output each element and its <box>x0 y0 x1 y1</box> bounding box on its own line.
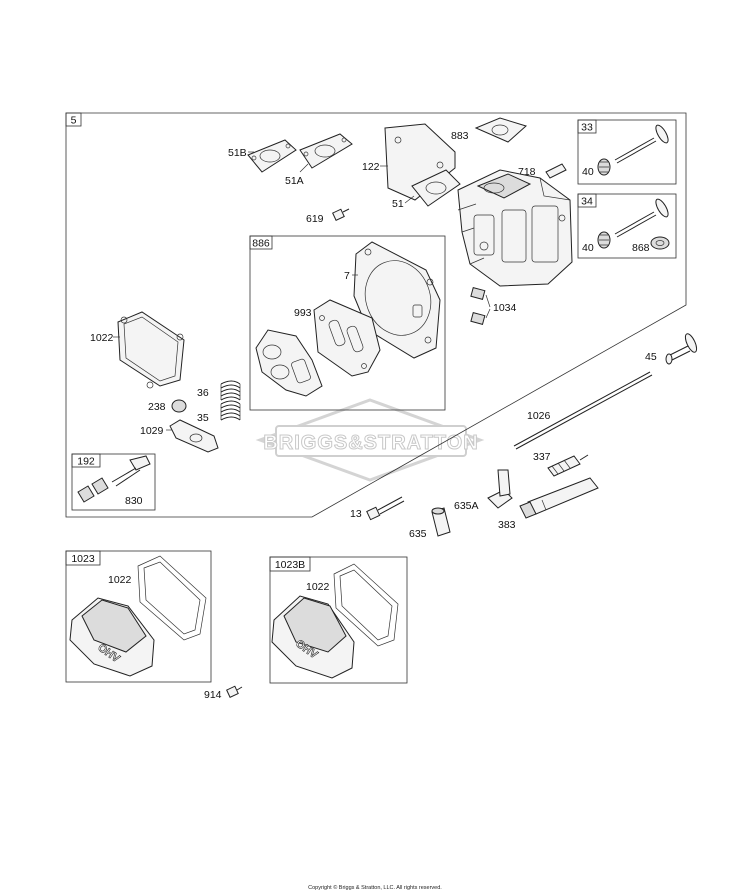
intake-valve-frame <box>577 119 677 185</box>
label-1029: 1029 <box>140 425 164 437</box>
intake-valve-box-label: 33 <box>581 122 593 134</box>
label-830: 830 <box>125 495 143 507</box>
label-238: 238 <box>148 401 166 413</box>
part-914-screw[interactable] <box>226 685 243 698</box>
label-619: 619 <box>306 213 324 225</box>
part-35-valve-spring[interactable] <box>220 400 241 421</box>
label-635a: 635A <box>454 500 479 512</box>
part-238-valve-cap[interactable] <box>171 399 187 413</box>
label-1022-cover2: 1022 <box>306 581 330 593</box>
head-gasket-set-frame <box>249 235 446 411</box>
main-frame-tag <box>65 112 82 127</box>
part-45-tappet[interactable] <box>665 332 699 365</box>
head-gasket-set-tag <box>249 235 273 250</box>
part-718-dowel-pin[interactable] <box>545 163 567 179</box>
brand-watermark: BRIGGS&STRATTON <box>255 398 485 482</box>
label-40-a: 40 <box>582 166 594 178</box>
rocker-stud-frame <box>71 453 156 511</box>
part-619-screw[interactable] <box>332 208 350 221</box>
label-122: 122 <box>362 161 380 173</box>
watermark-text: BRIGGS&STRATTON <box>263 432 478 454</box>
label-993: 993 <box>294 307 312 319</box>
part-7-head-gasket[interactable] <box>353 241 441 359</box>
label-35: 35 <box>197 412 209 424</box>
part-intake-valve[interactable] <box>614 123 670 164</box>
part-1026-push-rod[interactable] <box>513 371 653 450</box>
label-883: 883 <box>451 130 469 142</box>
part-51a-gasket[interactable] <box>299 133 353 169</box>
label-1022-main: 1022 <box>90 332 114 344</box>
part-51b-gasket[interactable] <box>247 139 297 173</box>
part-1022-cover-gasket-plain[interactable] <box>137 555 207 641</box>
label-40-b: 40 <box>582 242 594 254</box>
cover-ohv-tag <box>269 556 311 572</box>
part-51-gasket[interactable] <box>411 169 461 207</box>
label-13: 13 <box>350 508 362 520</box>
label-51b: 51B <box>228 147 247 159</box>
part-383-spark-plug-wrench[interactable] <box>519 477 599 519</box>
part-40-valve-spring-retainer[interactable] <box>597 158 611 176</box>
part-1029-rocker-arm[interactable] <box>169 419 219 453</box>
part-cylinder-head[interactable] <box>457 169 573 287</box>
part-868-rotator[interactable] <box>650 236 670 250</box>
label-635: 635 <box>409 528 427 540</box>
label-51a: 51A <box>285 175 304 187</box>
cover-ohv-frame <box>269 556 408 684</box>
label-1034: 1034 <box>493 302 517 314</box>
part-635a-elbow-fitting[interactable] <box>487 469 513 509</box>
label-914: 914 <box>204 689 222 701</box>
label-1022-cover1: 1022 <box>108 574 132 586</box>
part-36-valve-spring[interactable] <box>220 380 241 401</box>
label-51: 51 <box>392 198 404 210</box>
part-exhaust-valve[interactable] <box>614 197 670 238</box>
cover-plain-tag <box>65 550 101 566</box>
part-1023b-valve-cover[interactable]: OHV <box>271 595 355 679</box>
exhaust-valve-tag <box>577 193 597 208</box>
label-1026: 1026 <box>527 410 551 422</box>
cover-ohv-box-label: 1023B <box>275 559 305 571</box>
rocker-stud-tag <box>71 453 101 468</box>
part-993-gasket[interactable] <box>313 299 381 377</box>
intake-valve-tag <box>577 119 597 134</box>
label-383: 383 <box>498 519 516 531</box>
part-886-valve-cover-gasket[interactable] <box>255 329 323 397</box>
main-box-label: 5 <box>71 115 77 127</box>
part-1023-valve-cover[interactable]: OHV <box>69 597 155 677</box>
cover-plain-frame <box>65 550 212 683</box>
part-13-bolt[interactable] <box>366 496 405 521</box>
cover-plain-box-label: 1023 <box>71 553 95 565</box>
part-337-spark-plug[interactable] <box>547 454 589 477</box>
label-337: 337 <box>533 451 551 463</box>
main-frame <box>65 112 687 518</box>
part-1022-cover-gasket-ohv[interactable] <box>333 563 399 647</box>
copyright-notice: Copyright © Briggs & Stratton, LLC. All … <box>308 885 442 891</box>
part-1034-clip[interactable] <box>470 286 486 325</box>
part-635-elbow-fitting[interactable] <box>431 507 451 537</box>
label-868: 868 <box>632 242 650 254</box>
label-7: 7 <box>344 270 350 282</box>
label-36: 36 <box>197 387 209 399</box>
head-gasket-set-label: 886 <box>252 238 270 250</box>
part-1022-cover-gasket[interactable] <box>117 311 185 389</box>
exhaust-valve-box-label: 34 <box>581 196 593 208</box>
exhaust-valve-frame <box>577 193 677 259</box>
rocker-stud-box-label: 192 <box>77 456 95 468</box>
part-40-valve-spring-retainer-exhaust[interactable] <box>597 231 611 249</box>
part-883-gasket[interactable] <box>474 117 527 143</box>
part-830-rocker-stud[interactable] <box>77 455 151 503</box>
label-45: 45 <box>645 351 657 363</box>
